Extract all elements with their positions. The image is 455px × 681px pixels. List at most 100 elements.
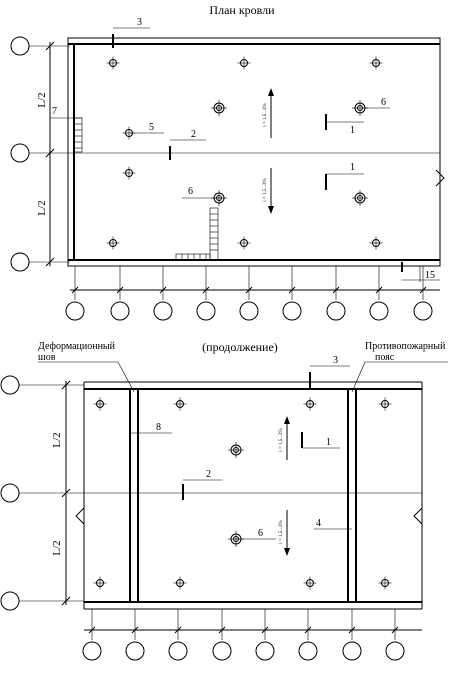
axis-bubble — [125, 641, 145, 661]
funnel-drain — [303, 576, 317, 590]
axis-bubble — [10, 143, 30, 163]
axis-bubble — [196, 301, 216, 321]
hatched-block-center — [175, 207, 219, 261]
slope-label: i = 1,5...3% — [279, 428, 284, 451]
svg-text:1: 1 — [326, 437, 331, 448]
axis-bubble — [168, 641, 188, 661]
axis-bubble — [10, 36, 30, 56]
column-ticks-bottom — [88, 609, 399, 640]
column-tick — [71, 266, 79, 300]
callout-15: 15 — [401, 262, 440, 282]
column-tick — [391, 609, 399, 640]
hatched-block-left — [73, 117, 83, 153]
funnel-drain — [106, 56, 120, 70]
axis-bubble — [413, 301, 433, 321]
callout-4: 4 — [314, 518, 352, 530]
dim-half-label: L/2 — [36, 200, 48, 215]
svg-text:7: 7 — [52, 106, 57, 117]
left-axis-bubbles-bottom — [0, 375, 422, 611]
svg-text:2: 2 — [206, 469, 211, 480]
axis-bubble — [0, 591, 20, 611]
callout-5: 5 — [130, 122, 164, 134]
callout-2-cont: 2 — [182, 469, 222, 500]
svg-text:5: 5 — [149, 122, 154, 133]
callout-7: 7 — [50, 106, 82, 119]
column-tick — [218, 609, 226, 640]
axis-bubble — [110, 301, 130, 321]
svg-text:2: 2 — [191, 129, 196, 140]
callout-1-cont: 1 — [301, 432, 340, 449]
svg-text:1: 1 — [350, 125, 355, 136]
funnel-drain — [378, 576, 392, 590]
axis-bubble — [65, 301, 85, 321]
callout-6-cont: 6 — [236, 528, 276, 540]
callout-6-upper: 6 — [362, 97, 390, 109]
axis-bubble — [239, 301, 259, 321]
axis-bubble — [0, 375, 20, 395]
column-tick — [174, 609, 182, 640]
column-tick — [288, 266, 296, 300]
column-tick — [375, 266, 383, 300]
funnel-drain — [237, 56, 251, 70]
column-ticks-top — [71, 266, 427, 300]
axis-bubble — [255, 641, 275, 661]
note-deformation-joint-line2: шов — [38, 352, 56, 363]
callout-8: 8 — [130, 422, 172, 434]
vertical-dimension-top: L/2 L/2 — [36, 41, 55, 267]
roof-outline-bottom — [75, 381, 423, 610]
break-line — [75, 507, 85, 525]
funnel-drain-large — [228, 442, 244, 458]
svg-text:4: 4 — [316, 518, 321, 529]
axis-bubble — [212, 641, 232, 661]
svg-text:6: 6 — [188, 186, 193, 197]
axis-bubble — [82, 641, 102, 661]
axis-bubble — [326, 301, 346, 321]
drains-bottom — [93, 397, 392, 590]
dim-half-label: L/2 — [36, 92, 48, 107]
slope-label: i = 1,5...3% — [279, 520, 284, 543]
left-axis-bubbles-top — [10, 36, 440, 272]
break-line — [435, 169, 445, 187]
svg-text:3: 3 — [333, 355, 338, 366]
note-fire-belt-line1: Противопожарный — [365, 341, 446, 352]
break-line — [413, 507, 423, 525]
funnel-drain — [369, 236, 383, 250]
axis-bubble — [298, 641, 318, 661]
axis-bubble — [369, 301, 389, 321]
column-tick — [261, 609, 269, 640]
note-deformation-joint-line1: Деформационный — [38, 341, 116, 352]
slope-arrow-bottom: i = 1,5...3% — [263, 168, 274, 214]
slope-label: i = 1,5...3% — [263, 178, 268, 201]
callout-1-lower: 1 — [325, 162, 364, 190]
dim-half-label: L/2 — [51, 540, 63, 555]
funnel-drain — [106, 236, 120, 250]
funnel-drain-large — [211, 100, 227, 116]
callout-1-upper: 1 — [325, 114, 364, 136]
funnel-drain — [369, 56, 383, 70]
svg-text:15: 15 — [425, 270, 435, 281]
column-tick — [332, 266, 340, 300]
callout-2: 2 — [169, 129, 206, 160]
funnel-drain — [303, 397, 317, 411]
funnel-drain-large — [352, 190, 368, 206]
slope-label: i = 1,5...3% — [263, 103, 268, 126]
svg-text:8: 8 — [156, 422, 161, 433]
svg-text:6: 6 — [258, 528, 263, 539]
column-tick — [116, 266, 124, 300]
dim-half-label: L/2 — [51, 432, 63, 447]
column-tick — [202, 266, 210, 300]
axis-bubble — [0, 483, 20, 503]
callout-3-cont: 3 — [309, 355, 350, 388]
bottom-axis-bubbles-top — [65, 301, 433, 321]
funnel-drain — [237, 236, 251, 250]
funnel-drain — [378, 397, 392, 411]
funnel-drain — [93, 397, 107, 411]
roof-outline-top — [67, 37, 445, 267]
note-fire-belt-line2: пояс — [375, 352, 395, 363]
funnel-drain — [122, 166, 136, 180]
axis-bubble — [342, 641, 362, 661]
funnel-drain — [93, 576, 107, 590]
callout-6-lower: 6 — [182, 186, 220, 199]
slope-arrow-cont-top: i = 1,5...3% — [279, 416, 290, 460]
